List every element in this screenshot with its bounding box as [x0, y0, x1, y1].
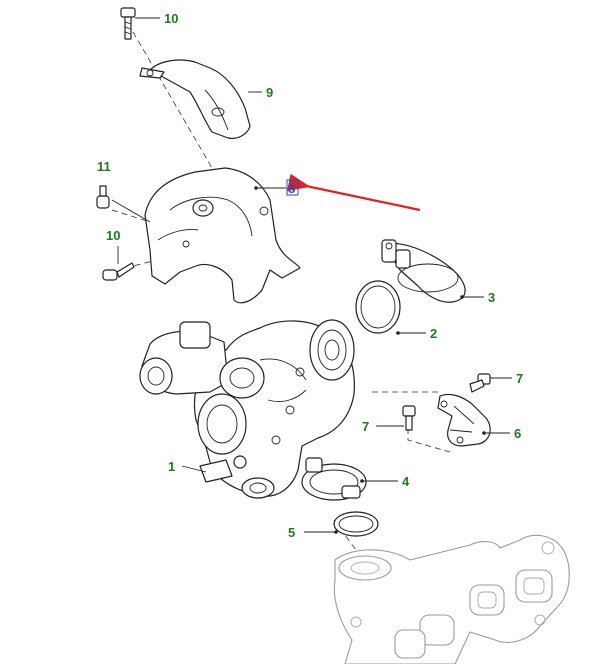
callout-8-highlight-box	[286, 179, 299, 196]
callout-5[interactable]: 5	[288, 525, 295, 540]
v-band-clamp-upper	[381, 239, 466, 303]
bolt-right	[469, 373, 491, 393]
main-heat-shield	[144, 167, 301, 304]
callout-11[interactable]: 11	[97, 159, 111, 174]
turbocharger-body	[139, 319, 355, 499]
callout-10-mid[interactable]: 10	[106, 228, 120, 243]
leader-lines	[111, 17, 512, 534]
callout-3[interactable]: 3	[488, 290, 495, 305]
callout-7-right[interactable]: 7	[516, 371, 523, 386]
gasket-ring-upper	[355, 280, 401, 334]
pointer-arrow	[286, 173, 421, 212]
callout-7-mid[interactable]: 7	[362, 419, 369, 434]
v-band-clamp-lower	[301, 457, 367, 501]
bolt-mid-right	[402, 405, 416, 431]
callout-2[interactable]: 2	[430, 326, 437, 341]
callout-1[interactable]: 1	[168, 459, 175, 474]
callout-4[interactable]: 4	[402, 474, 410, 489]
exhaust-manifold	[333, 534, 570, 664]
bolt-small	[96, 185, 110, 209]
callout-10-top[interactable]: 10	[164, 11, 178, 26]
callout-6[interactable]: 6	[514, 426, 521, 441]
bolt-mid	[102, 262, 135, 281]
egr-pipe-bracket	[437, 393, 491, 447]
gasket-ring-lower	[333, 511, 379, 537]
bolt-top	[120, 7, 136, 40]
callout-8[interactable]: 8	[288, 181, 295, 196]
upper-heat-shield	[139, 59, 251, 139]
callout-9[interactable]: 9	[266, 85, 273, 100]
callout-labels: 10 9 11 8 10 3 2 7 7 6 1 4 5	[97, 11, 523, 540]
